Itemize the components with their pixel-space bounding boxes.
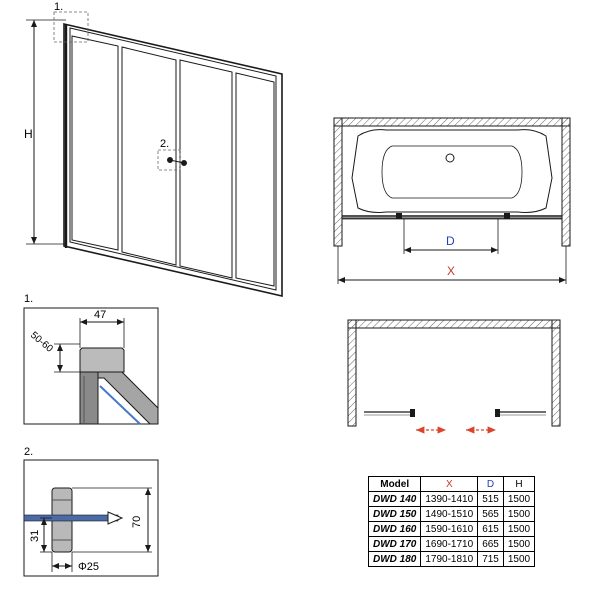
cell-model: DWD 160 — [367, 521, 422, 537]
cell-d: 515 — [477, 491, 504, 507]
cell-x: 1590-1610 — [420, 521, 479, 537]
cell-d: 665 — [477, 536, 504, 552]
cell-h: 1500 — [502, 551, 536, 567]
detail-2-height-label: 70 — [131, 516, 143, 528]
cell-model: DWD 180 — [367, 551, 422, 567]
cell-model: DWD 170 — [367, 536, 422, 552]
detail-1-width-label: 47 — [94, 309, 106, 321]
header-x: X — [420, 476, 479, 492]
model-spec-table: Model X D H DWD 140 1390-1410 515 1500 D… — [367, 476, 536, 567]
detail-1-marker-label: 1. — [54, 1, 63, 13]
detail-2-offset-label: 31 — [29, 530, 41, 542]
detail-1-range-label: 50-60 — [28, 330, 55, 355]
table-row: DWD 160 1590-1610 615 1500 — [367, 521, 536, 537]
cell-x: 1790-1810 — [420, 551, 479, 567]
x-dimension-label: X — [447, 264, 455, 278]
door-panel-3 — [179, 59, 233, 279]
cell-x: 1690-1710 — [420, 536, 479, 552]
height-label: H — [24, 127, 33, 141]
detail-1-profile — [23, 307, 159, 425]
table-header-row: Model X D H — [367, 476, 536, 492]
door-panel-2 — [121, 46, 177, 266]
cell-d: 565 — [477, 506, 504, 522]
door-panel-1 — [71, 35, 119, 251]
table-row: DWD 180 1790-1810 715 1500 — [367, 551, 536, 567]
detail-2-title: 2. — [24, 446, 33, 458]
top-view-bathtub — [333, 117, 571, 284]
cell-d: 615 — [477, 521, 504, 537]
door-perspective-view — [26, 11, 283, 298]
door-panel-4 — [235, 72, 275, 287]
header-h: H — [502, 476, 536, 492]
cell-model: DWD 150 — [367, 506, 422, 522]
table-row: DWD 170 1690-1710 665 1500 — [367, 536, 536, 552]
detail-2-diameter-label: Φ25 — [78, 561, 99, 573]
header-model: Model — [367, 476, 422, 492]
detail-1-marker-box — [53, 11, 89, 43]
cell-x: 1390-1410 — [420, 491, 479, 507]
cell-x: 1490-1510 — [420, 506, 479, 522]
cell-h: 1500 — [502, 521, 536, 537]
detail-2-marker-label: 2. — [160, 138, 169, 150]
d-dimension-label: D — [446, 234, 455, 248]
opening-scheme — [347, 319, 561, 434]
cell-h: 1500 — [502, 491, 536, 507]
cell-d: 715 — [477, 551, 504, 567]
cell-model: DWD 140 — [367, 491, 422, 507]
cell-h: 1500 — [502, 536, 536, 552]
drain-icon — [445, 153, 455, 163]
table-row: DWD 140 1390-1410 515 1500 — [367, 491, 536, 507]
detail-2-handle — [23, 459, 159, 577]
bathtub-outline — [351, 129, 553, 213]
door-frame — [63, 22, 283, 298]
cell-h: 1500 — [502, 506, 536, 522]
detail-1-title: 1. — [24, 293, 33, 305]
table-row: DWD 150 1490-1510 565 1500 — [367, 506, 536, 522]
header-d: D — [477, 476, 504, 492]
detail-2-marker-box — [157, 149, 181, 171]
